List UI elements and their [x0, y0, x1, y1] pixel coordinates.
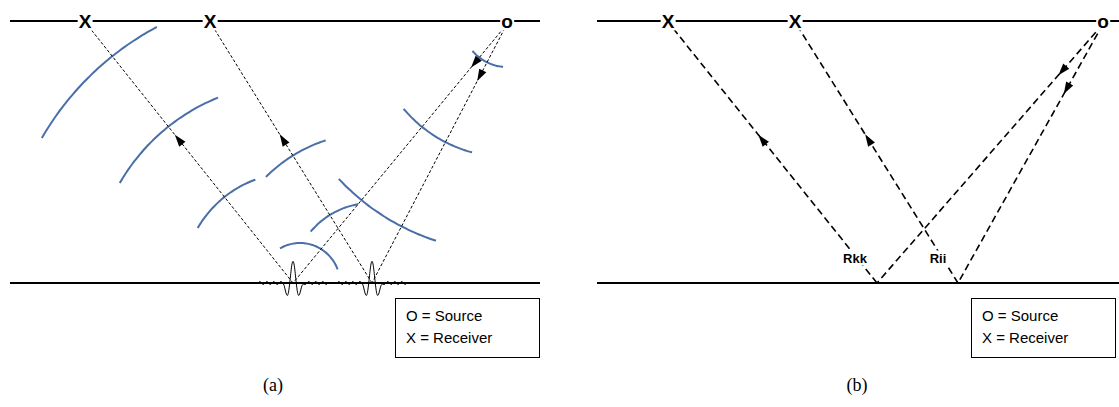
wavelet	[337, 261, 407, 295]
legend-box: O = SourceX = Receiver	[395, 298, 540, 358]
ray-path	[85, 22, 293, 283]
receiver-mark: X	[661, 12, 676, 31]
ray-arrowhead	[474, 69, 487, 83]
source-mark: o	[500, 12, 514, 31]
wavefront-arc	[42, 27, 157, 138]
wavefront-arc	[280, 243, 338, 269]
layer-lines	[10, 21, 1119, 283]
ray-path	[293, 24, 507, 283]
ray-arrowhead	[172, 132, 186, 146]
ray-arrowhead	[1060, 82, 1073, 96]
receiver-mark: X	[203, 12, 218, 31]
receiver-mark: X	[78, 12, 93, 31]
wavefront-arc	[266, 140, 326, 177]
receiver-mark: X	[788, 12, 803, 31]
ray-path	[668, 22, 877, 283]
wavefront-arc	[404, 109, 472, 153]
ray-path	[958, 24, 1103, 283]
legend-text: O = Source	[406, 305, 529, 327]
reflection-label: Rii	[929, 251, 948, 266]
ray-path	[795, 22, 958, 283]
legend-text: O = Source	[982, 305, 1105, 327]
ray-path	[210, 22, 372, 283]
wavelet	[258, 261, 328, 295]
wavefront-arc	[311, 204, 358, 231]
wavefront-arc	[198, 180, 256, 228]
reflection-label: Rkk	[842, 251, 868, 266]
ray-arrowhead	[755, 132, 769, 146]
legend-text: X = Receiver	[406, 327, 529, 349]
source-mark: o	[1096, 12, 1110, 31]
ray-arrowhead	[862, 132, 875, 146]
ray-path	[372, 24, 507, 283]
ray-arrowhead	[468, 56, 482, 70]
legend-box: O = SourceX = Receiver	[971, 298, 1116, 358]
ray-path	[877, 24, 1103, 283]
ray-arrowhead	[1055, 63, 1069, 77]
legend-text: X = Receiver	[982, 327, 1105, 349]
wavefront-arc	[120, 98, 218, 183]
panel-caption: (b)	[847, 376, 868, 394]
ray-arrowhead	[276, 132, 289, 146]
layer-boundary	[597, 282, 1119, 284]
panel-caption: (a)	[263, 376, 283, 394]
